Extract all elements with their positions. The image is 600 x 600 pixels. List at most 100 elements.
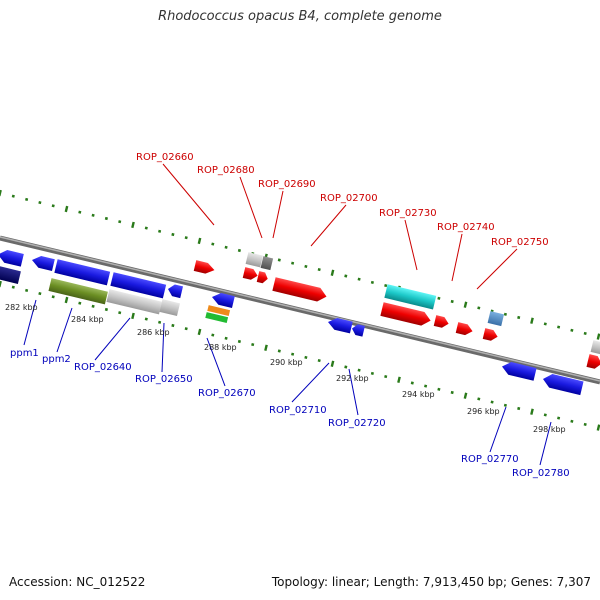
callout-line bbox=[310, 204, 347, 247]
gene-arrow[interactable] bbox=[211, 291, 235, 308]
gene-label-rop-02650[interactable]: ROP_02650 bbox=[135, 374, 193, 385]
gene-arrow[interactable] bbox=[207, 305, 231, 317]
minor-tick-mark bbox=[304, 264, 308, 268]
gene-arrow[interactable] bbox=[272, 277, 328, 303]
scale-label: 294 kbp bbox=[402, 390, 435, 399]
major-tick-mark bbox=[64, 205, 69, 213]
minor-tick-mark bbox=[51, 204, 55, 208]
minor-tick-mark bbox=[211, 333, 215, 337]
gene-arrow[interactable] bbox=[351, 323, 365, 337]
gene-arrow[interactable] bbox=[541, 372, 584, 396]
minor-tick-mark bbox=[158, 229, 162, 233]
genome-axis-highlight bbox=[0, 236, 600, 382]
gene-arrow[interactable] bbox=[384, 284, 437, 310]
minor-tick-mark bbox=[144, 317, 148, 321]
gene-arrow[interactable] bbox=[167, 283, 184, 299]
lower-gene-labels: ppm1 ppm2 ROP_02640 ROP_02650 ROP_02670 … bbox=[10, 348, 570, 479]
minor-tick-mark bbox=[78, 301, 82, 305]
gene-arrow[interactable] bbox=[0, 266, 21, 284]
gene-arrow[interactable] bbox=[159, 299, 181, 317]
minor-tick-mark bbox=[291, 352, 295, 356]
gene-arrow[interactable] bbox=[245, 252, 263, 268]
minor-tick-mark bbox=[237, 248, 241, 253]
minor-tick-mark bbox=[277, 349, 281, 353]
minor-tick-mark bbox=[557, 416, 561, 420]
scale-label: 298 kbp bbox=[533, 425, 566, 434]
minor-tick-mark bbox=[104, 216, 108, 221]
gene-arrow[interactable] bbox=[54, 259, 111, 286]
gene-arrow[interactable] bbox=[327, 316, 353, 334]
upper-gene-labels: ROP_02660 ROP_02680 ROP_02690 ROP_02700 … bbox=[136, 152, 549, 248]
minor-tick-mark bbox=[224, 245, 228, 249]
scale-label: 282 kbp bbox=[5, 303, 38, 312]
gene-arrow[interactable] bbox=[256, 271, 269, 284]
map-title: Rhodococcus opacus B4, complete genome bbox=[158, 9, 442, 24]
minor-tick-mark bbox=[317, 268, 321, 272]
gene-arrow[interactable] bbox=[48, 278, 108, 305]
gene-label-rop-02720[interactable]: ROP_02720 bbox=[328, 418, 386, 429]
gene-label-rop-02680[interactable]: ROP_02680 bbox=[197, 165, 255, 176]
gene-label-rop-02730[interactable]: ROP_02730 bbox=[379, 208, 437, 219]
gene-arrow[interactable] bbox=[110, 272, 167, 299]
callout-line bbox=[348, 368, 359, 416]
gene-label-rop-02700[interactable]: ROP_02700 bbox=[320, 193, 378, 204]
gene-label-rop-02670[interactable]: ROP_02670 bbox=[198, 388, 256, 399]
gene-arrow[interactable] bbox=[0, 248, 24, 267]
gene-label-ppm2[interactable]: ppm2 bbox=[42, 354, 71, 365]
minor-tick-mark bbox=[78, 210, 82, 214]
minor-tick-mark bbox=[251, 343, 255, 347]
callout-line bbox=[476, 248, 518, 290]
gene-arrow[interactable] bbox=[193, 260, 216, 275]
gene-label-rop-02770[interactable]: ROP_02770 bbox=[461, 454, 519, 465]
gene-label-ppm1[interactable]: ppm1 bbox=[10, 348, 39, 359]
minor-tick-mark bbox=[11, 194, 15, 198]
minor-tick-mark bbox=[38, 292, 42, 296]
major-tick-mark bbox=[197, 328, 202, 336]
gene-arrow[interactable] bbox=[586, 354, 600, 370]
gene-features bbox=[0, 248, 600, 396]
gene-label-rop-02660[interactable]: ROP_02660 bbox=[136, 152, 194, 163]
gene-arrow[interactable] bbox=[590, 340, 600, 355]
gene-arrow[interactable] bbox=[482, 328, 499, 342]
callout-line bbox=[272, 190, 284, 239]
callout-line bbox=[404, 219, 418, 271]
gene-arrow[interactable] bbox=[433, 315, 450, 329]
gene-arrow[interactable] bbox=[242, 267, 259, 281]
minor-tick-mark bbox=[237, 339, 241, 344]
gene-label-rop-02780[interactable]: ROP_02780 bbox=[512, 468, 570, 479]
scale-label: 286 kbp bbox=[137, 328, 170, 337]
gene-label-rop-02740[interactable]: ROP_02740 bbox=[437, 222, 495, 233]
callout-line bbox=[23, 299, 37, 346]
gene-label-rop-02640[interactable]: ROP_02640 bbox=[74, 362, 132, 373]
minor-tick-mark bbox=[410, 381, 414, 385]
gene-label-rop-02690[interactable]: ROP_02690 bbox=[258, 179, 316, 190]
minor-tick-mark bbox=[570, 419, 574, 423]
callout-lines bbox=[23, 163, 552, 466]
major-tick-mark bbox=[463, 392, 468, 399]
major-tick-mark bbox=[0, 189, 2, 197]
callout-line bbox=[94, 317, 131, 361]
gene-arrow[interactable] bbox=[380, 302, 432, 327]
gene-arrow[interactable] bbox=[205, 312, 229, 324]
major-tick-mark bbox=[530, 408, 534, 415]
gene-label-rop-02750[interactable]: ROP_02750 bbox=[491, 237, 549, 248]
minor-tick-mark bbox=[583, 422, 587, 426]
minor-tick-mark bbox=[344, 274, 348, 278]
minor-tick-mark bbox=[91, 304, 95, 308]
major-tick-mark bbox=[596, 333, 600, 340]
gene-arrow[interactable] bbox=[487, 311, 505, 327]
minor-tick-mark bbox=[543, 322, 547, 326]
gene-arrow[interactable] bbox=[31, 254, 55, 271]
callout-line bbox=[162, 163, 215, 226]
accession-text: Accession: NC_012522 bbox=[9, 575, 146, 589]
minor-tick-mark bbox=[517, 315, 521, 320]
gene-label-rop-02710[interactable]: ROP_02710 bbox=[269, 405, 327, 416]
gene-arrow[interactable] bbox=[500, 360, 537, 381]
gene-arrow[interactable] bbox=[455, 322, 474, 336]
gene-arrow[interactable] bbox=[260, 256, 274, 271]
minor-tick-mark bbox=[370, 371, 374, 375]
major-tick-mark bbox=[596, 424, 600, 431]
major-tick-mark bbox=[131, 221, 135, 229]
gene-arrow[interactable] bbox=[106, 289, 163, 315]
callout-line bbox=[239, 176, 263, 239]
